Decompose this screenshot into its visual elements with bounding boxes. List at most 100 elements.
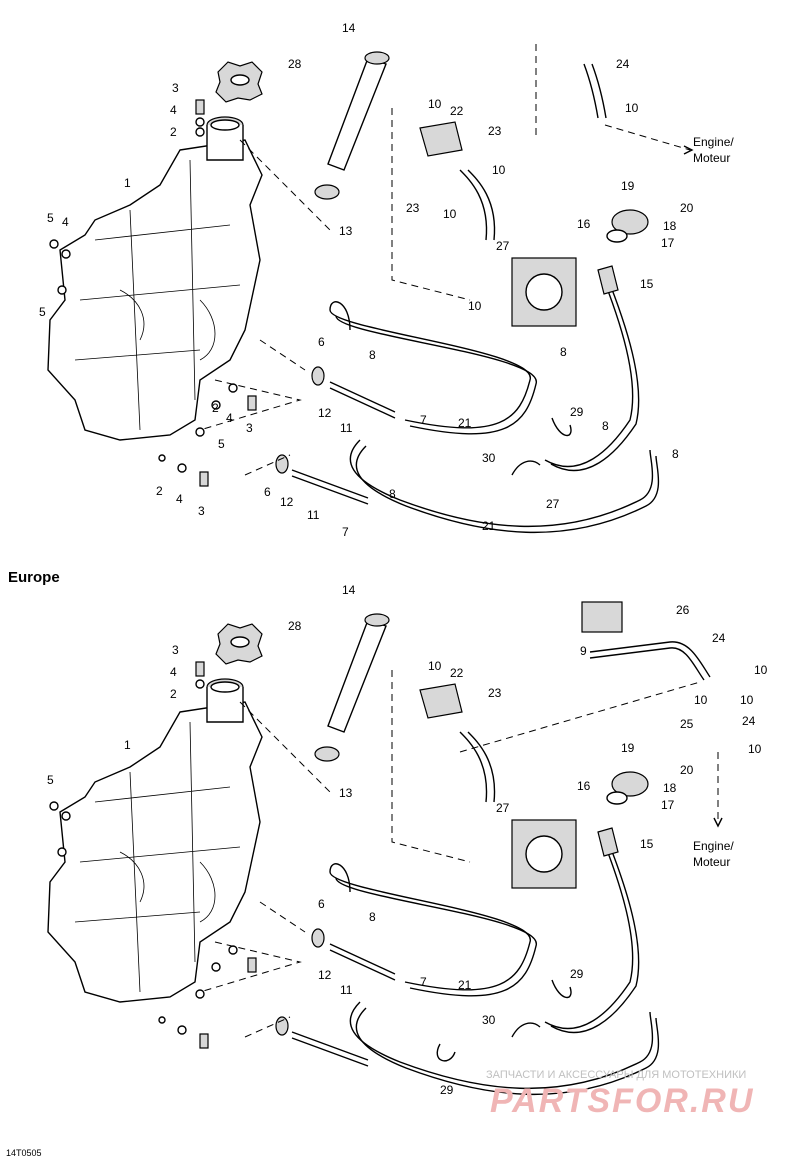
callout: 23 — [406, 201, 420, 215]
callout: 19 — [621, 741, 635, 755]
callout: 5 — [39, 305, 46, 319]
pump-cover — [419, 121, 463, 157]
callout: 14 — [342, 21, 356, 35]
callout: 14 — [342, 583, 356, 597]
callout: 2 — [170, 687, 177, 701]
callout: 3 — [172, 643, 179, 657]
callout: 10 — [428, 659, 442, 673]
callout: 7 — [420, 413, 427, 427]
callout: 13 — [339, 224, 353, 238]
callout: 3 — [198, 504, 205, 518]
callout: 30 — [482, 1013, 496, 1027]
callout: 6 — [264, 485, 271, 499]
callout: 27 — [496, 801, 510, 815]
callout: 2 — [212, 401, 219, 415]
callout: 11 — [307, 508, 320, 522]
callout: 29 — [570, 405, 584, 419]
figure-code: 14T0505 — [6, 1148, 42, 1158]
callout: 28 — [288, 57, 302, 71]
callout: 13 — [339, 786, 353, 800]
callout: 8 — [369, 910, 376, 924]
callout: 18 — [663, 781, 677, 795]
callout: 7 — [342, 525, 349, 539]
callout: 19 — [621, 179, 635, 193]
callout: 10 — [428, 97, 442, 111]
callout: 17 — [661, 236, 675, 250]
callout: 21 — [458, 978, 472, 992]
engine-note-line2: Moteur — [693, 855, 730, 869]
fuel-gauge-sender — [327, 57, 387, 171]
callout: 5 — [47, 211, 54, 225]
callout: 10 — [754, 663, 768, 677]
callout: 8 — [560, 345, 567, 359]
callout: 8 — [389, 487, 396, 501]
callout: 24 — [742, 714, 756, 728]
callout: 8 — [369, 348, 376, 362]
callout: 28 — [288, 619, 302, 633]
callout: 6 — [318, 897, 325, 911]
callout: 3 — [172, 81, 179, 95]
callout: 10 — [740, 693, 754, 707]
callout: 25 — [680, 717, 694, 731]
callout: 11 — [340, 421, 353, 435]
callout: 26 — [676, 603, 690, 617]
watermark-logo: PARTSFOR.RU — [490, 1082, 754, 1120]
callout: 2 — [156, 484, 163, 498]
callout: 10 — [694, 693, 708, 707]
callout: 8 — [602, 419, 609, 433]
callout: 10 — [748, 742, 762, 756]
callout: 27 — [546, 497, 560, 511]
callout: 15 — [640, 277, 654, 291]
callout: 29 — [570, 967, 584, 981]
callout: 21 — [482, 519, 496, 533]
callout: 1 — [124, 738, 131, 752]
callout: 27 — [496, 239, 510, 253]
engine-note-line1: Engine/ — [693, 135, 734, 149]
callout: 6 — [318, 335, 325, 349]
callout: 4 — [170, 103, 177, 117]
fuel-tank — [47, 701, 263, 1003]
watermark-caption: ЗАПЧАСТИ И АКСЕССУАРЫ ДЛЯ МОТОТЕХНИКИ — [486, 1069, 746, 1081]
callout: 18 — [663, 219, 677, 233]
callout: 9 — [580, 644, 587, 658]
callout: 2 — [170, 125, 177, 139]
fuel-tank — [47, 139, 263, 441]
callout: 30 — [482, 451, 496, 465]
lower-view — [47, 601, 723, 1096]
callout: 10 — [492, 163, 506, 177]
callout: 4 — [170, 665, 177, 679]
callout: 4 — [176, 492, 183, 506]
callout: 12 — [318, 406, 332, 420]
callout: 22 — [450, 666, 464, 680]
callout: 7 — [420, 975, 427, 989]
callout: 20 — [680, 201, 694, 215]
callout: 10 — [625, 101, 639, 115]
fuel-hose — [329, 301, 531, 429]
callout: 10 — [468, 299, 482, 313]
engine-note-line2: Moteur — [693, 151, 730, 165]
callout: 4 — [226, 411, 233, 425]
callout: 24 — [712, 631, 726, 645]
callout: 23 — [488, 124, 502, 138]
callout: 8 — [672, 447, 679, 461]
lower-callouts: 1 2 3 4 5 6 7 8 9 10 11 12 13 14 15 16 1… — [47, 583, 768, 1097]
callout: 21 — [458, 416, 472, 430]
callout: 23 — [488, 686, 502, 700]
callout: 16 — [577, 217, 591, 231]
callout: 15 — [640, 837, 654, 851]
callout: 11 — [340, 983, 353, 997]
callout: 16 — [577, 779, 591, 793]
callout: 24 — [616, 57, 630, 71]
callout: 4 — [62, 215, 69, 229]
callout: 20 — [680, 763, 694, 777]
callout: 5 — [218, 437, 225, 451]
callout: 17 — [661, 798, 675, 812]
callout: 1 — [124, 176, 131, 190]
section-title-europe: Europe — [8, 569, 60, 586]
engine-note-line1: Engine/ — [693, 839, 734, 853]
upper-callouts: 1 2 3 4 5 6 7 8 10 11 12 13 14 15 16 17 … — [39, 21, 734, 539]
upper-view — [47, 44, 694, 534]
callout: 12 — [318, 968, 332, 982]
callout: 29 — [440, 1083, 454, 1097]
